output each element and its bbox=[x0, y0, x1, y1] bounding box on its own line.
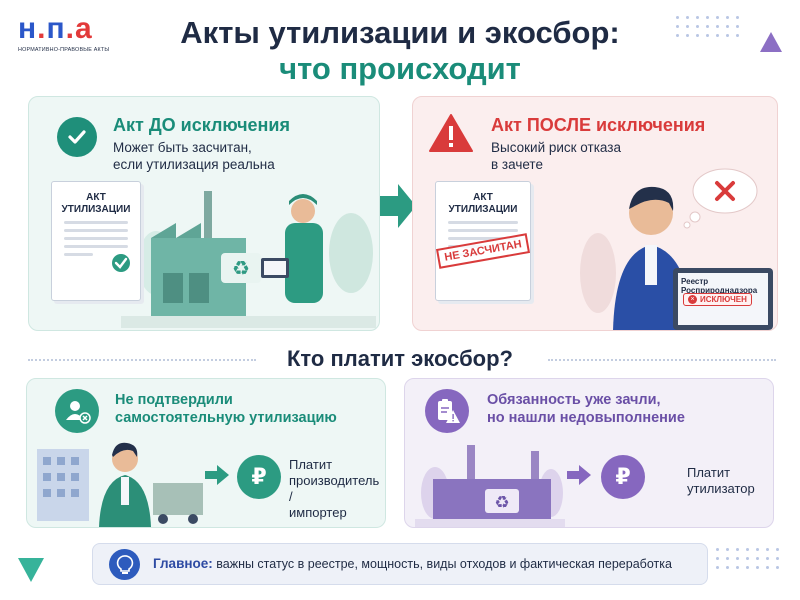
arrow-right-icon bbox=[567, 465, 591, 485]
logo-subtitle: НОРМАТИВНО-ПРАВОВЫЕ АКТЫ bbox=[18, 47, 110, 53]
arrow-right-icon bbox=[205, 465, 229, 485]
card-before-title: Акт ДО исключения bbox=[113, 115, 290, 135]
producer-illustration bbox=[37, 442, 203, 527]
card-producer-pays: Не подтвердили самостоятельную утилизаци… bbox=[26, 378, 386, 528]
logo-letter-n: н bbox=[18, 12, 37, 45]
thought-bubble bbox=[683, 168, 758, 229]
svg-text:♻: ♻ bbox=[232, 256, 250, 280]
user-cross-icon bbox=[55, 389, 99, 433]
svg-text:♻: ♻ bbox=[494, 493, 509, 513]
decor-triangle-teal bbox=[18, 558, 44, 582]
card-act-after: Акт ПОСЛЕ исключения Высокий риск отказа… bbox=[412, 96, 778, 331]
registry-header: Реестр Росприроднадзора bbox=[681, 277, 758, 295]
card-before-desc: Может быть засчитан, если утилизация реа… bbox=[113, 140, 275, 172]
section-title: Кто платит экосбор? bbox=[286, 346, 513, 371]
lightbulb-icon bbox=[109, 549, 140, 580]
arrow-right-icon bbox=[380, 184, 416, 228]
ruble-icon: ₽ bbox=[601, 455, 645, 499]
decor-triangle bbox=[760, 32, 782, 52]
recycler-condition: Обязанность уже зачли, но нашли недовыпо… bbox=[487, 392, 685, 426]
warning-icon bbox=[429, 113, 473, 158]
check-icon bbox=[112, 254, 130, 272]
card-act-before: Акт ДО исключения Может быть засчитан, е… bbox=[28, 96, 380, 331]
producer-pays-text: Платит производитель / импортер bbox=[289, 457, 380, 520]
excluded-badge: × ИСКЛЮЧЕН bbox=[683, 293, 752, 306]
divider bbox=[548, 359, 776, 361]
card-after-desc: Высокий риск отказа в зачете bbox=[491, 140, 621, 172]
ruble-icon: ₽ bbox=[237, 455, 281, 499]
key-takeaway-text: Главное: важны статус в реестре, мощност… bbox=[153, 556, 672, 571]
producer-condition: Не подтвердили самостоятельную утилизаци… bbox=[115, 392, 337, 426]
card-recycler-pays: Обязанность уже зачли, но нашли недовыпо… bbox=[404, 378, 774, 528]
decor-dots-bottom bbox=[716, 548, 780, 569]
close-icon: × bbox=[688, 295, 697, 304]
recycling-plant-illustration: ♻ bbox=[415, 445, 565, 527]
factory-illustration: ♻ bbox=[121, 191, 376, 328]
divider bbox=[28, 359, 256, 361]
check-icon bbox=[57, 117, 97, 157]
page-title: Акты утилизации и экосбор: bbox=[180, 15, 620, 50]
card-after-title: Акт ПОСЛЕ исключения bbox=[491, 115, 706, 135]
logo: н.п.а НОРМАТИВНО-ПРАВОВЫЕ АКТЫ bbox=[18, 12, 110, 54]
recycler-pays-text: Платит утилизатор bbox=[687, 465, 755, 496]
key-takeaway-bar: Главное: важны статус в реестре, мощност… bbox=[92, 543, 708, 585]
worried-person-illustration bbox=[580, 186, 773, 330]
decor-dots bbox=[676, 16, 740, 37]
clipboard-warning-icon bbox=[425, 389, 469, 433]
act-document: АКТ УТИЛИЗАЦИИ bbox=[51, 181, 141, 301]
page-subtitle: что происходит bbox=[279, 51, 521, 86]
